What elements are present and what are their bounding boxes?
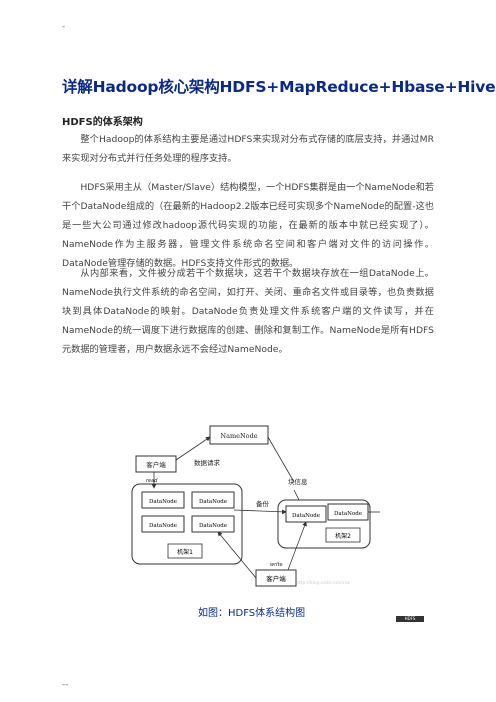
rack1-datanode-2-label: DataNode xyxy=(199,499,227,505)
rack1-datanode-2 xyxy=(191,491,235,509)
arrow-client-rack1 xyxy=(217,531,257,579)
backup-label: 备份 xyxy=(256,499,270,508)
client-top-label: 客户端 xyxy=(146,460,166,469)
paragraph-2: HDFS采用主从（Master/Slave）结构模型，一个HDFS集群是由一个N… xyxy=(62,182,434,269)
arrow-write xyxy=(287,521,307,571)
header-mark: - xyxy=(62,22,66,32)
rack1-datanode-4 xyxy=(191,515,235,533)
rack2-datanode-2-label: DataNode xyxy=(334,511,362,517)
write-label: write xyxy=(270,562,283,568)
rack2-label-box xyxy=(325,527,361,543)
block-info-label: 块信息 xyxy=(288,477,308,486)
section-heading: HDFS的体系架构 xyxy=(62,117,143,128)
hdfs-architecture-diagram: NameNode 客户端 数据请求 块信息 read DataNode Data… xyxy=(131,425,380,587)
watermark: http://blog.csdn.net/xxx xyxy=(296,580,350,586)
client-bottom-box xyxy=(255,569,297,587)
client-top-box xyxy=(135,455,177,473)
rack1-datanode-1 xyxy=(141,491,185,509)
namenode-label: NameNode xyxy=(220,432,257,440)
figure-caption: 如图：HDFS体系结构图 xyxy=(198,608,306,619)
arrow-namenode-blockinfo xyxy=(267,436,295,483)
rack1-datanode-3-label: DataNode xyxy=(149,523,177,529)
arrow-backup xyxy=(233,509,287,515)
footer-mark: -- xyxy=(62,680,69,690)
client-bottom-label: 客户端 xyxy=(266,574,286,583)
rack2-label: 机架2 xyxy=(335,532,351,540)
stamp: HDFS xyxy=(396,616,424,622)
page-title: 详解Hadoop核心架构HDFS+MapReduce+Hbase+Hive xyxy=(62,78,496,96)
paragraph-3: 从内部来看，文件被分成若干个数据块，这若干个数据块存放在一组DataNode上。… xyxy=(62,268,434,355)
paragraph-1: 整个Hadoop的体系结构主要是通过HDFS来实现对分布式存储的底层支持，并通过… xyxy=(62,134,434,164)
data-request-label: 数据请求 xyxy=(194,458,221,467)
rack1-datanode-3 xyxy=(141,515,185,533)
rack1-datanode-4-label: DataNode xyxy=(199,523,227,529)
rack1-label: 机架1 xyxy=(177,548,193,556)
rack2-datanode-1-label: DataNode xyxy=(292,513,320,519)
namenode-box xyxy=(209,425,269,445)
rack1-label-box xyxy=(167,543,203,559)
read-label: read xyxy=(146,478,158,484)
arrow-client-namenode xyxy=(175,436,211,461)
rack1-datanode-1-label: DataNode xyxy=(149,499,177,505)
